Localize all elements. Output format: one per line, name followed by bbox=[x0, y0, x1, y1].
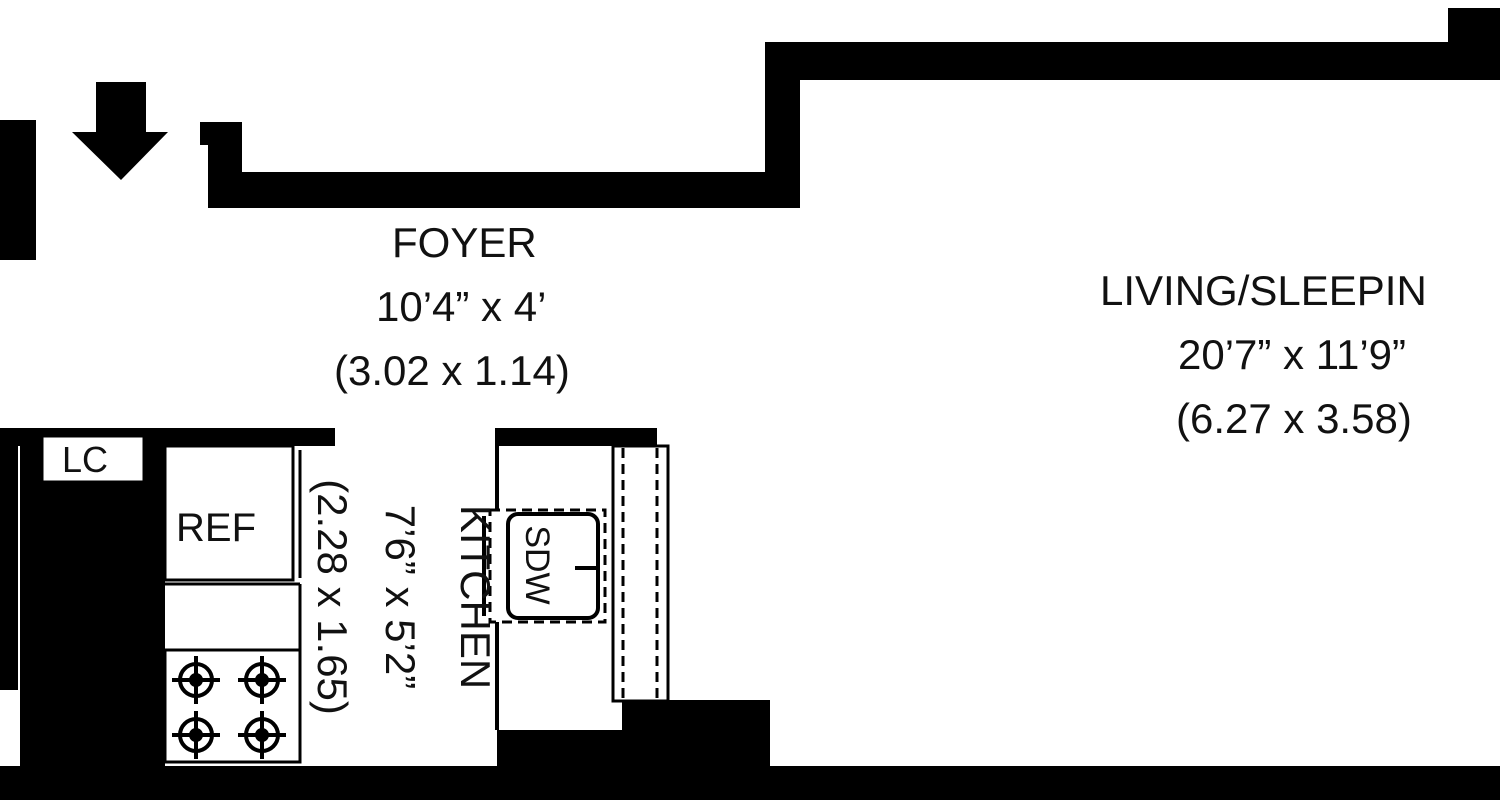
kitchen-chase bbox=[20, 446, 165, 766]
linen-closet bbox=[40, 434, 146, 484]
wall-left-stub bbox=[0, 120, 36, 260]
wall-top bbox=[200, 8, 1500, 208]
wall-bottom-mid bbox=[497, 730, 627, 770]
foyer-dimensions-m: (3.02 x 1.14) bbox=[334, 347, 570, 394]
stove bbox=[163, 648, 302, 764]
wall-cabinet bbox=[611, 444, 670, 703]
foyer-dimensions-ft: 10’4” x 4’ bbox=[376, 283, 547, 330]
refrigerator bbox=[163, 444, 295, 582]
wall-kitchen-right-top bbox=[495, 428, 657, 446]
kitchen-name: KITCHEN bbox=[452, 504, 499, 690]
refrigerator-label: REF bbox=[176, 506, 256, 550]
living-dimensions-m: (6.27 x 3.58) bbox=[1176, 395, 1412, 442]
wall-bottom bbox=[0, 766, 1500, 800]
foyer-name: FOYER bbox=[392, 219, 537, 266]
kitchen-dimensions-m: (2.28 x 1.65) bbox=[309, 479, 356, 715]
wall-bottom-block bbox=[622, 700, 770, 770]
living-name: LIVING/SLEEPIN bbox=[1100, 267, 1427, 314]
entry-arrow-icon bbox=[72, 82, 168, 180]
living-dimensions-ft: 20’7” x 11’9” bbox=[1178, 331, 1407, 378]
wall-left-lower bbox=[0, 430, 18, 690]
linen-closet-label: LC bbox=[62, 439, 109, 480]
partial-fixture bbox=[0, 660, 10, 690]
kitchen-dimensions-ft: 7’6” x 5’2” bbox=[377, 504, 424, 690]
stove-burner-icon bbox=[172, 656, 286, 759]
sink-dishwasher-label: SDW bbox=[518, 525, 556, 605]
